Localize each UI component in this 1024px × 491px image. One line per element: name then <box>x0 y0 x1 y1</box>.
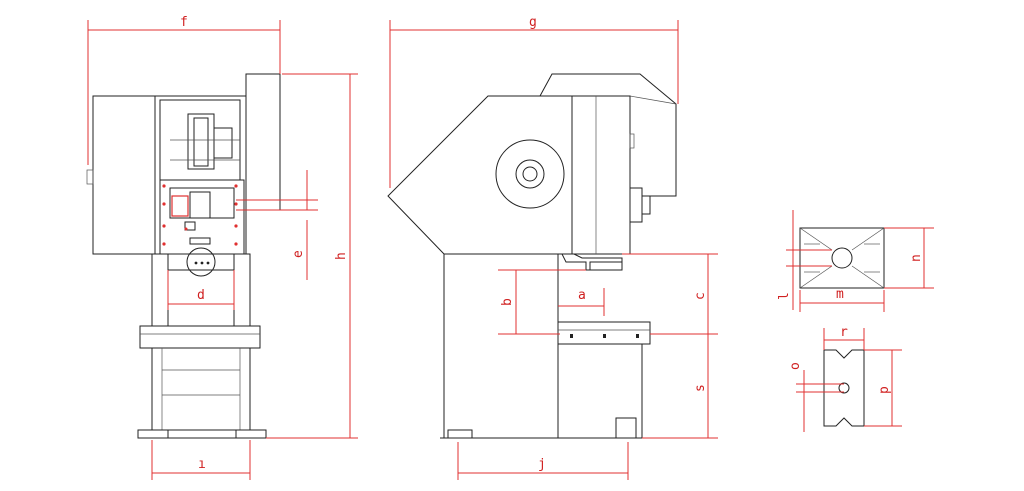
front-view <box>86 73 281 439</box>
dim-label-h: h <box>334 252 349 260</box>
dim-label-r: r <box>840 325 848 340</box>
dim-label-j: j <box>538 457 546 472</box>
dim-label-e: e <box>291 250 306 258</box>
dim-label-i: ı <box>198 457 206 472</box>
dim-label-o: o <box>788 362 803 370</box>
table-detail-dimensions: l n m <box>777 210 934 312</box>
ram-detail <box>823 349 865 427</box>
dim-label-n: n <box>909 254 924 262</box>
dim-label-p: p <box>877 386 892 394</box>
dim-label-c: c <box>693 292 708 300</box>
dim-label-m: m <box>836 287 844 302</box>
side-view <box>387 73 677 439</box>
ram-detail-dimensions: r p o <box>788 325 902 432</box>
dim-label-l: l <box>777 292 792 300</box>
dim-label-f: f <box>180 15 188 30</box>
dim-label-g: g <box>529 15 537 30</box>
side-view-dimensions: g b a c s j <box>389 15 718 480</box>
front-view-dimensions: f h e d ı <box>87 15 358 480</box>
dim-label-a: a <box>578 288 586 303</box>
dim-label-b: b <box>500 298 515 306</box>
table-detail <box>799 227 885 289</box>
dim-label-d: d <box>197 288 205 303</box>
dim-label-s: s <box>693 384 708 392</box>
